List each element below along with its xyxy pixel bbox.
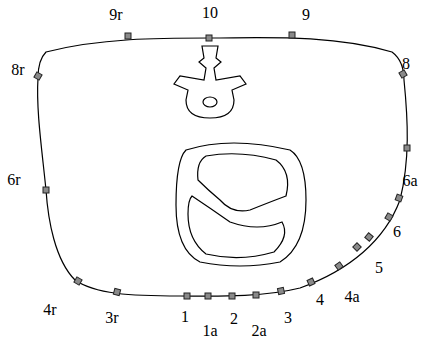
callout-number: 1 — [181, 309, 189, 325]
electrode-markers — [34, 32, 410, 299]
heart-chamber — [198, 154, 288, 211]
callout-number: 4r — [43, 302, 56, 318]
spinal-canal — [203, 97, 217, 107]
callout-number: 4 — [316, 292, 324, 308]
callout-number: 6 — [393, 224, 401, 240]
callout-number: 9 — [302, 7, 310, 23]
vertebra — [174, 46, 246, 118]
callout-number: 9r — [109, 7, 122, 23]
callout-number: 1a — [202, 323, 217, 339]
callout-number: 10 — [202, 5, 218, 21]
callout-number: 3r — [105, 310, 118, 326]
callout-number: 8 — [402, 56, 410, 72]
callout-number: 6a — [402, 173, 417, 189]
callout-number: 2a — [251, 323, 266, 339]
callout-number: 2 — [230, 311, 238, 327]
torso-outline — [38, 38, 408, 297]
callout-number: 5 — [375, 260, 383, 276]
callout-number: 4a — [344, 289, 359, 305]
callout-number: 6r — [7, 172, 20, 188]
heart-outline — [176, 143, 306, 266]
heart-chamber — [188, 196, 285, 258]
callout-number: 3 — [284, 310, 292, 326]
callout-number: 8r — [11, 62, 24, 78]
